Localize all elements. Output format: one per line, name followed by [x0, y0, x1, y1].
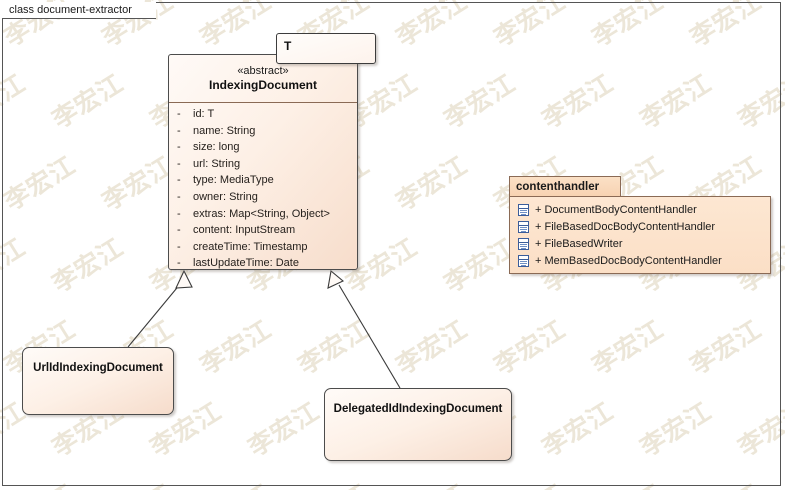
- attribute-signature: type: MediaType: [193, 174, 274, 187]
- diagram-frame-tab: class document-extractor: [2, 2, 156, 19]
- watermark-text: 李宏江: [780, 146, 785, 218]
- tab-slant-decoration: [140, 2, 156, 20]
- class-attribute-row: -content: InputStream: [177, 224, 357, 241]
- attribute-visibility: -: [177, 240, 181, 253]
- class-attribute-row: -url: String: [177, 158, 357, 175]
- attribute-visibility: -: [177, 141, 181, 154]
- attribute-visibility: -: [177, 207, 181, 220]
- package-list-item[interactable]: + FileBasedDocBodyContentHandler: [510, 218, 770, 235]
- class-header-compartment: «abstract» IndexingDocument: [169, 55, 357, 103]
- class-attribute-row: -name: String: [177, 125, 357, 142]
- attribute-signature: lastUpdateTime: Date: [193, 257, 299, 270]
- class-node-delegatedidindexingdocument[interactable]: DelegatedIdIndexingDocument: [324, 388, 512, 461]
- attribute-signature: extras: Map<String, Object>: [193, 207, 330, 220]
- uml-class-icon: [518, 203, 529, 216]
- attribute-visibility: -: [177, 224, 181, 237]
- package-list-item[interactable]: + FileBasedWriter: [510, 235, 770, 252]
- class-node-indexingdocument[interactable]: «abstract» IndexingDocument -id: T-name:…: [168, 54, 358, 270]
- package-item-label: + FileBasedWriter: [535, 237, 623, 250]
- package-item-label: + DocumentBodyContentHandler: [535, 203, 697, 216]
- package-body: + DocumentBodyContentHandler + FileBasedD…: [509, 196, 771, 274]
- attribute-signature: id: T: [193, 108, 215, 120]
- attribute-signature: size: long: [193, 141, 240, 154]
- watermark-text: 李宏江: [780, 0, 785, 54]
- attribute-visibility: -: [177, 174, 181, 187]
- class-attribute-row: -createTime: Timestamp: [177, 241, 357, 258]
- class-name: DelegatedIdIndexingDocument: [333, 403, 503, 415]
- attribute-visibility: -: [177, 190, 181, 203]
- class-attributes-compartment: -id: T-name: String-size: long-url: Stri…: [169, 103, 357, 274]
- package-name: contenthandler: [516, 180, 600, 193]
- attribute-visibility: -: [177, 257, 181, 270]
- class-attribute-row: -id: T: [177, 108, 357, 125]
- attribute-signature: content: InputStream: [193, 224, 296, 237]
- attribute-signature: name: String: [193, 124, 256, 137]
- attribute-visibility: -: [177, 157, 181, 170]
- attribute-visibility: -: [177, 124, 181, 137]
- class-name: IndexingDocument: [208, 78, 317, 92]
- attribute-signature: createTime: Timestamp: [193, 240, 308, 253]
- type-parameter-label: T: [284, 39, 292, 53]
- package-list-item[interactable]: + DocumentBodyContentHandler: [510, 201, 770, 218]
- uml-class-icon: [518, 237, 529, 250]
- package-node-contenthandler[interactable]: contenthandler + DocumentBodyContentHand…: [509, 176, 771, 274]
- package-list-item[interactable]: + MemBasedDocBodyContentHandler: [510, 252, 770, 269]
- diagram-title: class document-extractor: [9, 4, 132, 16]
- class-attribute-row: -lastUpdateTime: Date: [177, 257, 357, 274]
- watermark-text: 李宏江: [780, 474, 785, 490]
- class-attribute-row: -owner: String: [177, 191, 357, 208]
- attribute-signature: url: String: [193, 157, 241, 170]
- type-parameter-box[interactable]: T: [276, 33, 376, 64]
- attribute-signature: owner: String: [193, 190, 258, 203]
- class-attribute-row: -extras: Map<String, Object>: [177, 208, 357, 225]
- watermark-text: 李宏江: [780, 310, 785, 382]
- package-item-label: + MemBasedDocBodyContentHandler: [535, 254, 722, 267]
- class-name: UrlIdIndexingDocument: [33, 362, 163, 374]
- uml-class-icon: [518, 254, 529, 267]
- attribute-visibility: -: [177, 108, 181, 120]
- uml-class-icon: [518, 220, 529, 233]
- package-item-label: + FileBasedDocBodyContentHandler: [535, 220, 716, 233]
- class-stereotype: «abstract»: [237, 65, 289, 77]
- class-attribute-row: -type: MediaType: [177, 174, 357, 191]
- class-attribute-row: -size: long: [177, 141, 357, 158]
- package-tab: contenthandler: [509, 176, 621, 196]
- class-node-urlidindexingdocument[interactable]: UrlIdIndexingDocument: [22, 347, 174, 415]
- diagram-frame-tab-body: class document-extractor: [2, 2, 156, 19]
